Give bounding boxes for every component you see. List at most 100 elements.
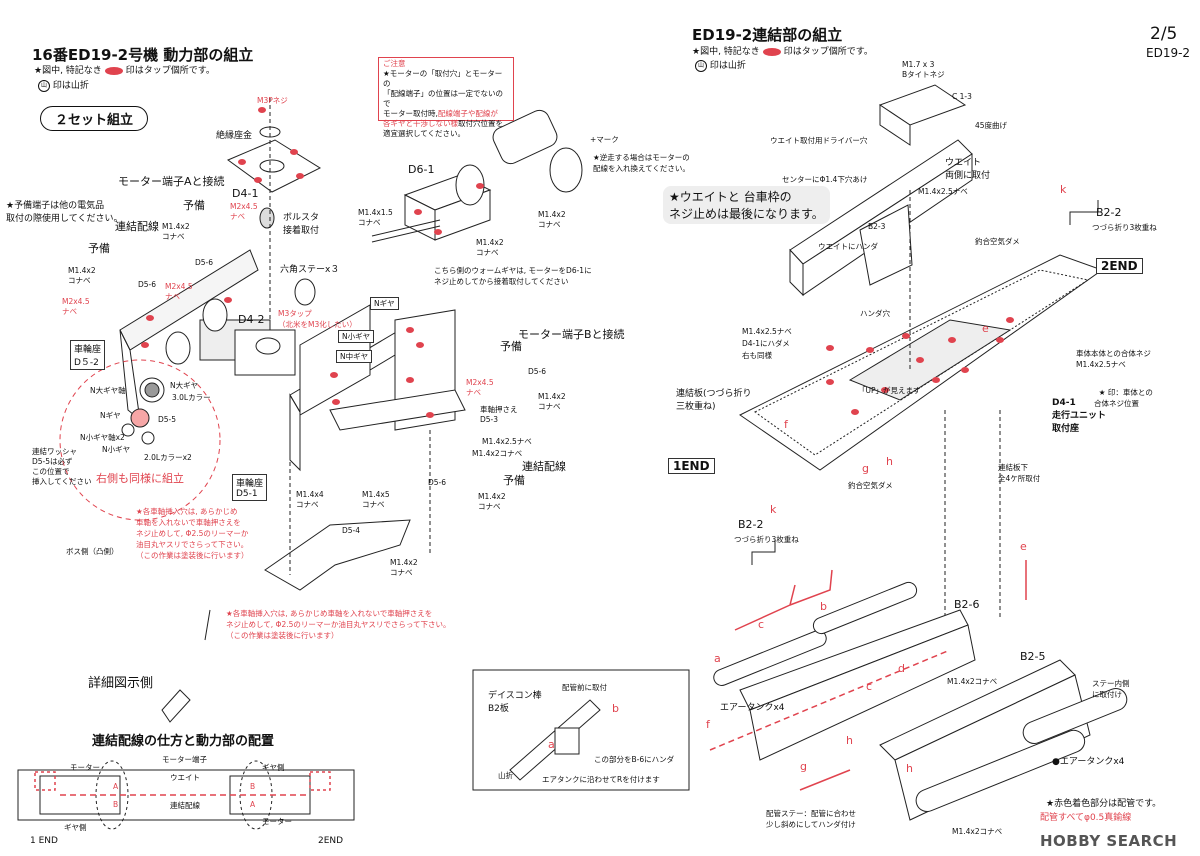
tap-legend-right: ★図中, 特記なき印はタップ個所です。 xyxy=(692,47,873,57)
label-m14x25-a: M1.4x2.5ナベ xyxy=(918,187,968,196)
label-right-same: 右も同様 xyxy=(742,351,772,360)
label-1end: 1END xyxy=(668,458,715,474)
label-plus-mark: +マーク xyxy=(590,135,619,144)
label-n-small-shaft: N小ギヤ軸x2 xyxy=(80,433,125,442)
label-n-mid-gear: Nギヤ xyxy=(100,411,121,420)
left-title: 16番ED19-2号機 動力部の組立 xyxy=(32,46,254,64)
label-air-tank-2: ●エアータンクx4 xyxy=(1052,757,1125,767)
label-n-small-2: N小ギヤ xyxy=(338,330,375,343)
label-m14x2-coll-2: M1.4x2コナベ xyxy=(952,827,1003,836)
label-piping-stay: 配管ステー：配管に合わせ 少し斜めにしてハンダ付け xyxy=(766,809,856,829)
two-set-badge: ２セット組立 xyxy=(40,106,149,131)
label-d4-1: D4-1 xyxy=(232,187,259,200)
label-g-2: g xyxy=(800,760,807,773)
label-n-large-gear: N大ギヤ xyxy=(170,381,199,390)
wiring-motor-label: モーター xyxy=(70,763,100,772)
label-motor-terminal-a: モーター端子Aと接続 xyxy=(118,175,225,188)
label-b2-3: B2-3 xyxy=(868,222,886,231)
axle-note-1: ★各車軸挿入穴は, あらかじめ 車軸を入れないで車軸押さえを ネジ止めして, Φ… xyxy=(136,507,249,560)
label-m14x2-e: M1.4x2 コナベ xyxy=(538,210,566,229)
worm-gear-note: こちら側のウォームギヤは, モーターをD6-1に ネジ止めしてから接着取付してく… xyxy=(434,266,592,286)
label-spare-4: 予備 xyxy=(503,474,525,487)
weight-screw-note: ★ウエイトと 台車枠の ネジ止めは最後になります。 xyxy=(663,186,830,224)
label-d5-4: D5-4 xyxy=(342,526,361,535)
model-code: ED19-2 xyxy=(1146,46,1191,60)
label-e: e xyxy=(982,322,989,335)
fold-symbol-icon: 山 xyxy=(695,59,707,72)
label-wheel-seat-d5-2: 車輪座 D５-2 xyxy=(70,340,106,370)
label-b2-2-b: B2-2 xyxy=(738,518,764,531)
wiring-end-1: 1 END xyxy=(30,836,58,846)
label-n-large-shaft: N大ギヤ軸 xyxy=(90,386,126,395)
label-m14x15: M1.4x1.5 コナベ xyxy=(358,208,393,227)
label-m3-tap: M3タップ （北米をM3化したい） xyxy=(278,309,357,329)
label-b-1: b xyxy=(820,600,827,613)
axle-note-2: ★各車軸挿入穴は, あらかじめ車軸を入れないで車軸押さえを ネジ止めして, Φ2… xyxy=(226,609,451,640)
label-r-tank: エアタンクに沿わせてRを付けます xyxy=(542,775,660,784)
label-d5-6-d: D5-6 xyxy=(428,478,447,487)
label-m14x5: M1.4x5 コナベ xyxy=(362,490,390,509)
label-n-small-gear: N小ギヤ xyxy=(102,445,131,454)
label-axle-holder: 車軸押さえ D5-3 xyxy=(480,405,518,424)
fold-symbol-icon: 山 xyxy=(38,79,50,92)
wiring-weight: ウエイト xyxy=(170,773,200,782)
label-insulation-washer: 絶縁座金 xyxy=(216,131,253,141)
fold-legend-right: 山 印は山折 xyxy=(695,58,746,72)
tap-legend: ★図中, 特記なき印はタップ個所です。 xyxy=(34,66,215,76)
label-body-screw: 車体本体との合体ネジ M1.4x2.5ナベ xyxy=(1076,349,1151,369)
label-m2x45-d: M2x4.5 ナベ xyxy=(466,378,494,397)
label-n-mid-2: N中ギヤ xyxy=(336,350,373,363)
label-fold-mark: 山折 xyxy=(498,771,513,780)
label-center-hole: センターにΦ1.4下穴あけ xyxy=(782,175,868,184)
label-wheel-seat-d5-1: 車輪座 D5-1 xyxy=(232,474,268,501)
label-red-piping: ★赤色着色部分は配管です。 xyxy=(1046,799,1162,809)
label-d4-1-hook: D4-1にハダメ xyxy=(742,339,790,348)
label-solder-hole: ハンダ穴 xyxy=(860,309,890,318)
label-m2x45-a: M2x4.5 ナベ xyxy=(230,202,258,221)
wiring-gear-side-a: ギヤ側 xyxy=(64,823,87,832)
label-b-small: b xyxy=(612,702,619,715)
label-before-piping: 配管前に取付 xyxy=(562,683,607,692)
label-spare-3: 予備 xyxy=(500,340,522,353)
label-detail-side: 詳細図示側 xyxy=(88,676,154,691)
spare-terminal-note: ★予備端子は他の電気品 取付の際使用してください。 xyxy=(6,201,123,224)
label-washer-note: 連結ワッシャ D5-5は必ず この位置で 挿入してください xyxy=(32,447,92,486)
label-m14x2-f: M1.4x2 コナベ xyxy=(538,392,566,411)
label-hex-stay: 六角ステーx３ xyxy=(280,265,340,275)
label-d6-1: D6-1 xyxy=(408,163,435,176)
label-m17x3: M1.7 x 3 Bタイトネジ xyxy=(902,60,945,79)
label-hook-tank-2: 釣合空気ダメ xyxy=(848,481,893,490)
label-a-1: a xyxy=(714,652,721,665)
label-2end: 2END xyxy=(1096,258,1143,274)
label-coupler-under: 連結板下 全4ケ所取付 xyxy=(998,463,1041,483)
label-coupler-plate: 連結板(つづら折り 三枚重ね) xyxy=(676,389,752,412)
label-d4-2: D4-2 xyxy=(238,313,265,326)
label-piping-wire: 配管すべてφ0.5真鍮線 xyxy=(1040,813,1132,823)
label-air-tank: エアータンクx4 xyxy=(720,703,785,713)
label-body-screw-pos: ★ 印：車体との 合体ネジ位置 xyxy=(1094,388,1153,408)
label-fold-45: 45度曲げ xyxy=(975,121,1008,130)
label-stay-inner: ステー内側 に取付け xyxy=(1092,679,1130,699)
label-weight-both-sides: ウエイト 両側に取付 xyxy=(945,158,991,181)
wiring-end-2: 2END xyxy=(318,836,344,846)
label-d5-5: D5-5 xyxy=(158,415,177,424)
label-a-small: a xyxy=(548,738,555,751)
label-coupler-wire: 連結配線 xyxy=(115,220,159,233)
label-m14x2-h: M1.4x2 コナベ xyxy=(478,492,506,511)
label-d4-1-unit: D4-1 走行ユニット 取付座 xyxy=(1052,398,1107,434)
label-up-visible: 「UP」が見えます xyxy=(858,386,921,395)
label-c-2: c xyxy=(866,680,873,693)
right-title: ED19-2連結部の組立 xyxy=(692,26,843,44)
label-h-2: h xyxy=(846,734,853,747)
label-weight-driver-hole: ウエイト取付用ドライバー穴 xyxy=(770,136,868,145)
label-f: f xyxy=(784,418,788,431)
wiring-gear-side-b: ギヤ側 xyxy=(262,763,285,772)
wiring-a2: A xyxy=(250,800,256,809)
label-k-2: k xyxy=(770,503,777,516)
page-number: 2/5 xyxy=(1150,24,1178,44)
wiring-a: A xyxy=(113,782,119,791)
wiring-b: B xyxy=(113,800,119,809)
label-fold3-b: つづら折り3枚重ね xyxy=(734,535,799,544)
label-m14x25: M1.4x2.5ナベ xyxy=(482,437,532,446)
